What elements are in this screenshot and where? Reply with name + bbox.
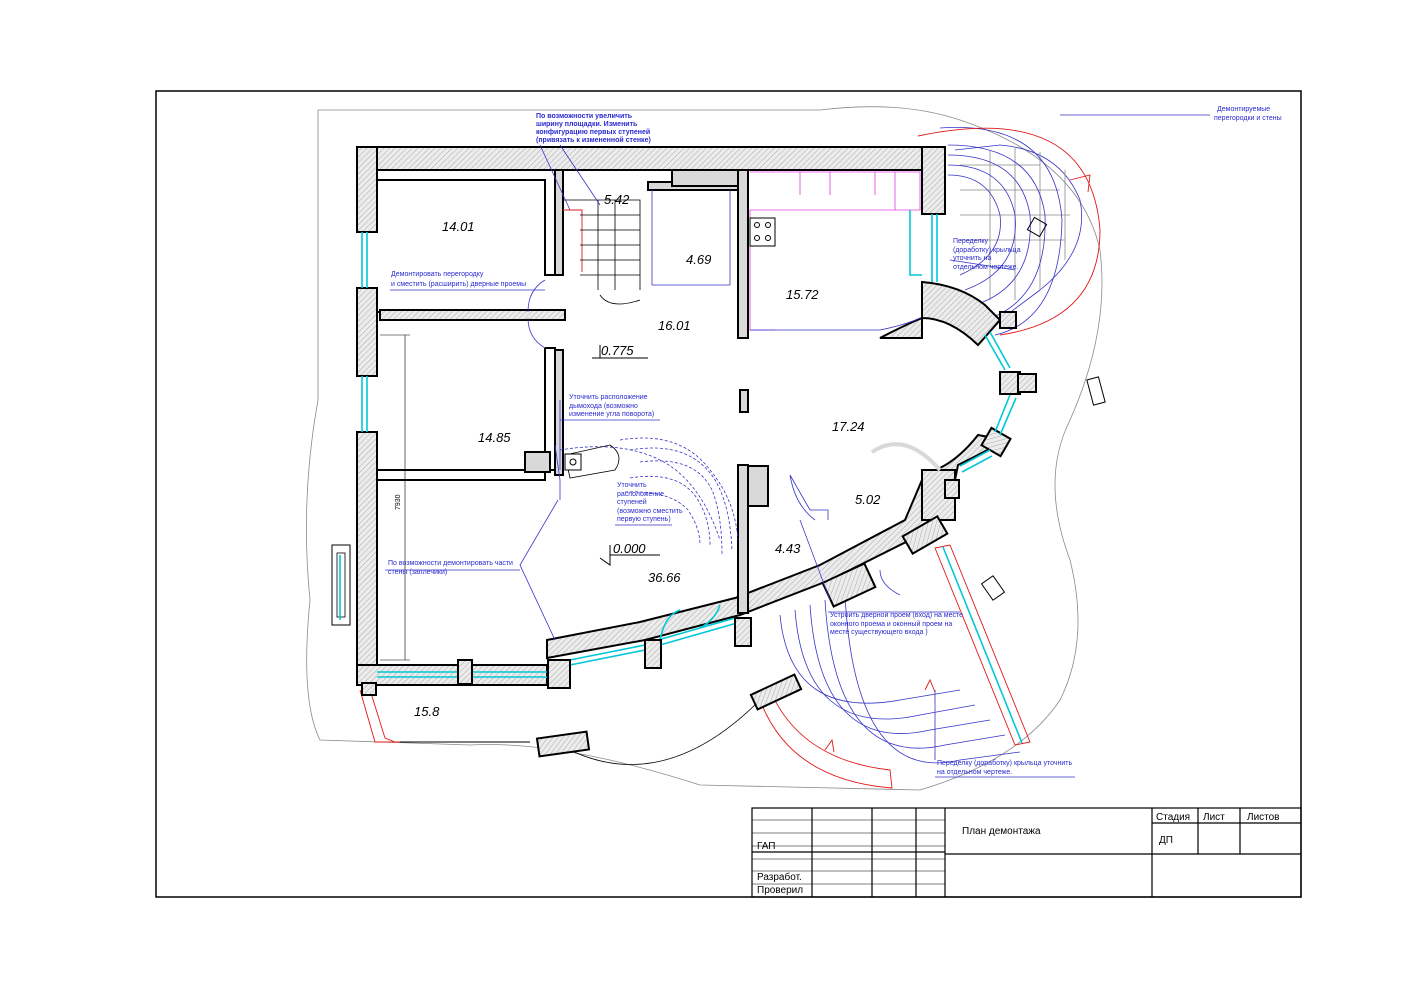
svg-text:По возможности увеличить: По возможности увеличить [536, 113, 633, 120]
site-outline [306, 106, 1103, 791]
svg-text:Демонтируемые: Демонтируемые [1217, 106, 1270, 113]
room-area: 4.69 [686, 252, 711, 267]
svg-text:и сместить (расширить) дверные: и сместить (расширить) дверные проемы [391, 281, 526, 288]
svg-text:По возможности демонтировать ч: По возможности демонтировать части [388, 560, 513, 567]
room-area: 15.8 [414, 704, 440, 719]
room-area: 36.66 [648, 570, 681, 585]
svg-text:Устроить дверной проем (вход): Устроить дверной проем (вход) на месте [830, 611, 963, 619]
doors [527, 279, 901, 601]
dimension-7930: 7930 [380, 334, 410, 661]
note-porch-right: Переделку (доработку) крыльца уточнить н… [953, 238, 1021, 271]
svg-text:(доработку) крыльца: (доработку) крыльца [953, 246, 1021, 254]
svg-text:Переделку (доработку) крыльца: Переделку (доработку) крыльца уточнить [937, 759, 1072, 767]
svg-text:оконного проема и оконный прое: оконного проема и оконный проем на [830, 620, 952, 628]
level-label: 0.775 [601, 343, 634, 358]
room-area: 5.42 [604, 192, 630, 207]
svg-text:ступеней: ступеней [617, 498, 647, 506]
svg-text:на отдельном чертеже.: на отдельном чертеже. [937, 769, 1012, 776]
svg-text:Уточнить расположение: Уточнить расположение [569, 394, 648, 401]
svg-text:изменение угла поворота): изменение угла поворота) [569, 411, 654, 418]
room-area: 5.02 [855, 492, 881, 507]
svg-text:расположение: расположение [617, 491, 664, 498]
exterior-walls [356, 146, 1021, 686]
sheet-header: Лист [1203, 812, 1225, 823]
room-area: 14.85 [478, 430, 511, 445]
svg-text:(привязать к измененной стенке: (привязать к измененной стенке) [536, 136, 651, 144]
left-bench [331, 544, 351, 626]
kitchen [749, 171, 921, 331]
room-area: 4.43 [775, 541, 801, 556]
note-top-platform: По возможности увеличить ширину площадки… [536, 113, 651, 144]
note-partition: Демонтировать перегородку и сместить (ра… [391, 271, 526, 288]
leader-lines [385, 114, 1210, 778]
note-door-opening: Устроить дверной проем (вход) на месте о… [830, 611, 963, 636]
drawing-frame [155, 90, 1302, 898]
svg-text:отдельном чертеже.: отдельном чертеже. [953, 264, 1019, 271]
room-area: 17.24 [832, 419, 865, 434]
note-legend: Демонтируемые перегородки и стены [1214, 106, 1282, 122]
stove-icon [749, 217, 776, 247]
svg-text:Уточнить: Уточнить [617, 482, 647, 489]
svg-text:первую ступень): первую ступень) [617, 516, 671, 523]
room-area: 16.01 [658, 318, 691, 333]
svg-text:стены (заплечики): стены (заплечики) [388, 569, 447, 576]
title-block: План демонтажа Стадия Лист Листов ДП ГАП… [751, 807, 1302, 898]
svg-text:месте существующего входа ): месте существующего входа ) [830, 629, 928, 636]
drawing-title: План демонтажа [962, 826, 1041, 837]
svg-text:ширину площадки. Изменить: ширину площадки. Изменить [536, 121, 638, 128]
room-area: 14.01 [442, 219, 475, 234]
svg-text:Демонтировать перегородку: Демонтировать перегородку [391, 271, 484, 278]
stairs [563, 190, 731, 305]
note-porch-bottom: Переделку (доработку) крыльца уточнить н… [937, 759, 1072, 776]
svg-text:Переделку: Переделку [953, 238, 989, 245]
note-wall-parts: По возможности демонтировать части стены… [388, 560, 513, 576]
svg-text:дымохода (возможно: дымохода (возможно [569, 403, 638, 410]
svg-text:конфигурацию первых ступеней: конфигурацию первых ступеней [536, 128, 650, 136]
developed-label: Разработ. [757, 871, 802, 883]
porch-top-right [917, 127, 1101, 336]
room-labels: 14.01 5.42 4.69 15.72 16.01 14.85 17.24 … [414, 192, 881, 719]
stage-value: ДП [1159, 835, 1173, 846]
note-chimney: Уточнить расположение дымохода (возможно… [569, 394, 654, 418]
porch-bottom [759, 376, 1106, 789]
svg-text:(возможно сместить: (возможно сместить [617, 508, 683, 515]
annotations: По возможности увеличить ширину площадки… [388, 106, 1282, 776]
room-area: 15.72 [786, 287, 819, 302]
level-marks [592, 345, 660, 566]
interior-walls [376, 169, 942, 614]
entrance-steps [559, 437, 739, 556]
windows [339, 210, 1017, 678]
svg-text:уточнить на: уточнить на [953, 255, 991, 262]
note-steps: Уточнить расположение ступеней (возможно… [617, 482, 683, 523]
checked-label: Проверил [757, 885, 803, 896]
level-label: 0.000 [613, 541, 646, 556]
sheets-header: Листов [1247, 812, 1280, 823]
terrace-15-8 [331, 544, 803, 765]
svg-text:перегородки и стены: перегородки и стены [1214, 115, 1282, 122]
gap-label: ГАП [757, 841, 776, 852]
stage-header: Стадия [1156, 812, 1190, 823]
dimension-label: 7930 [395, 494, 402, 510]
